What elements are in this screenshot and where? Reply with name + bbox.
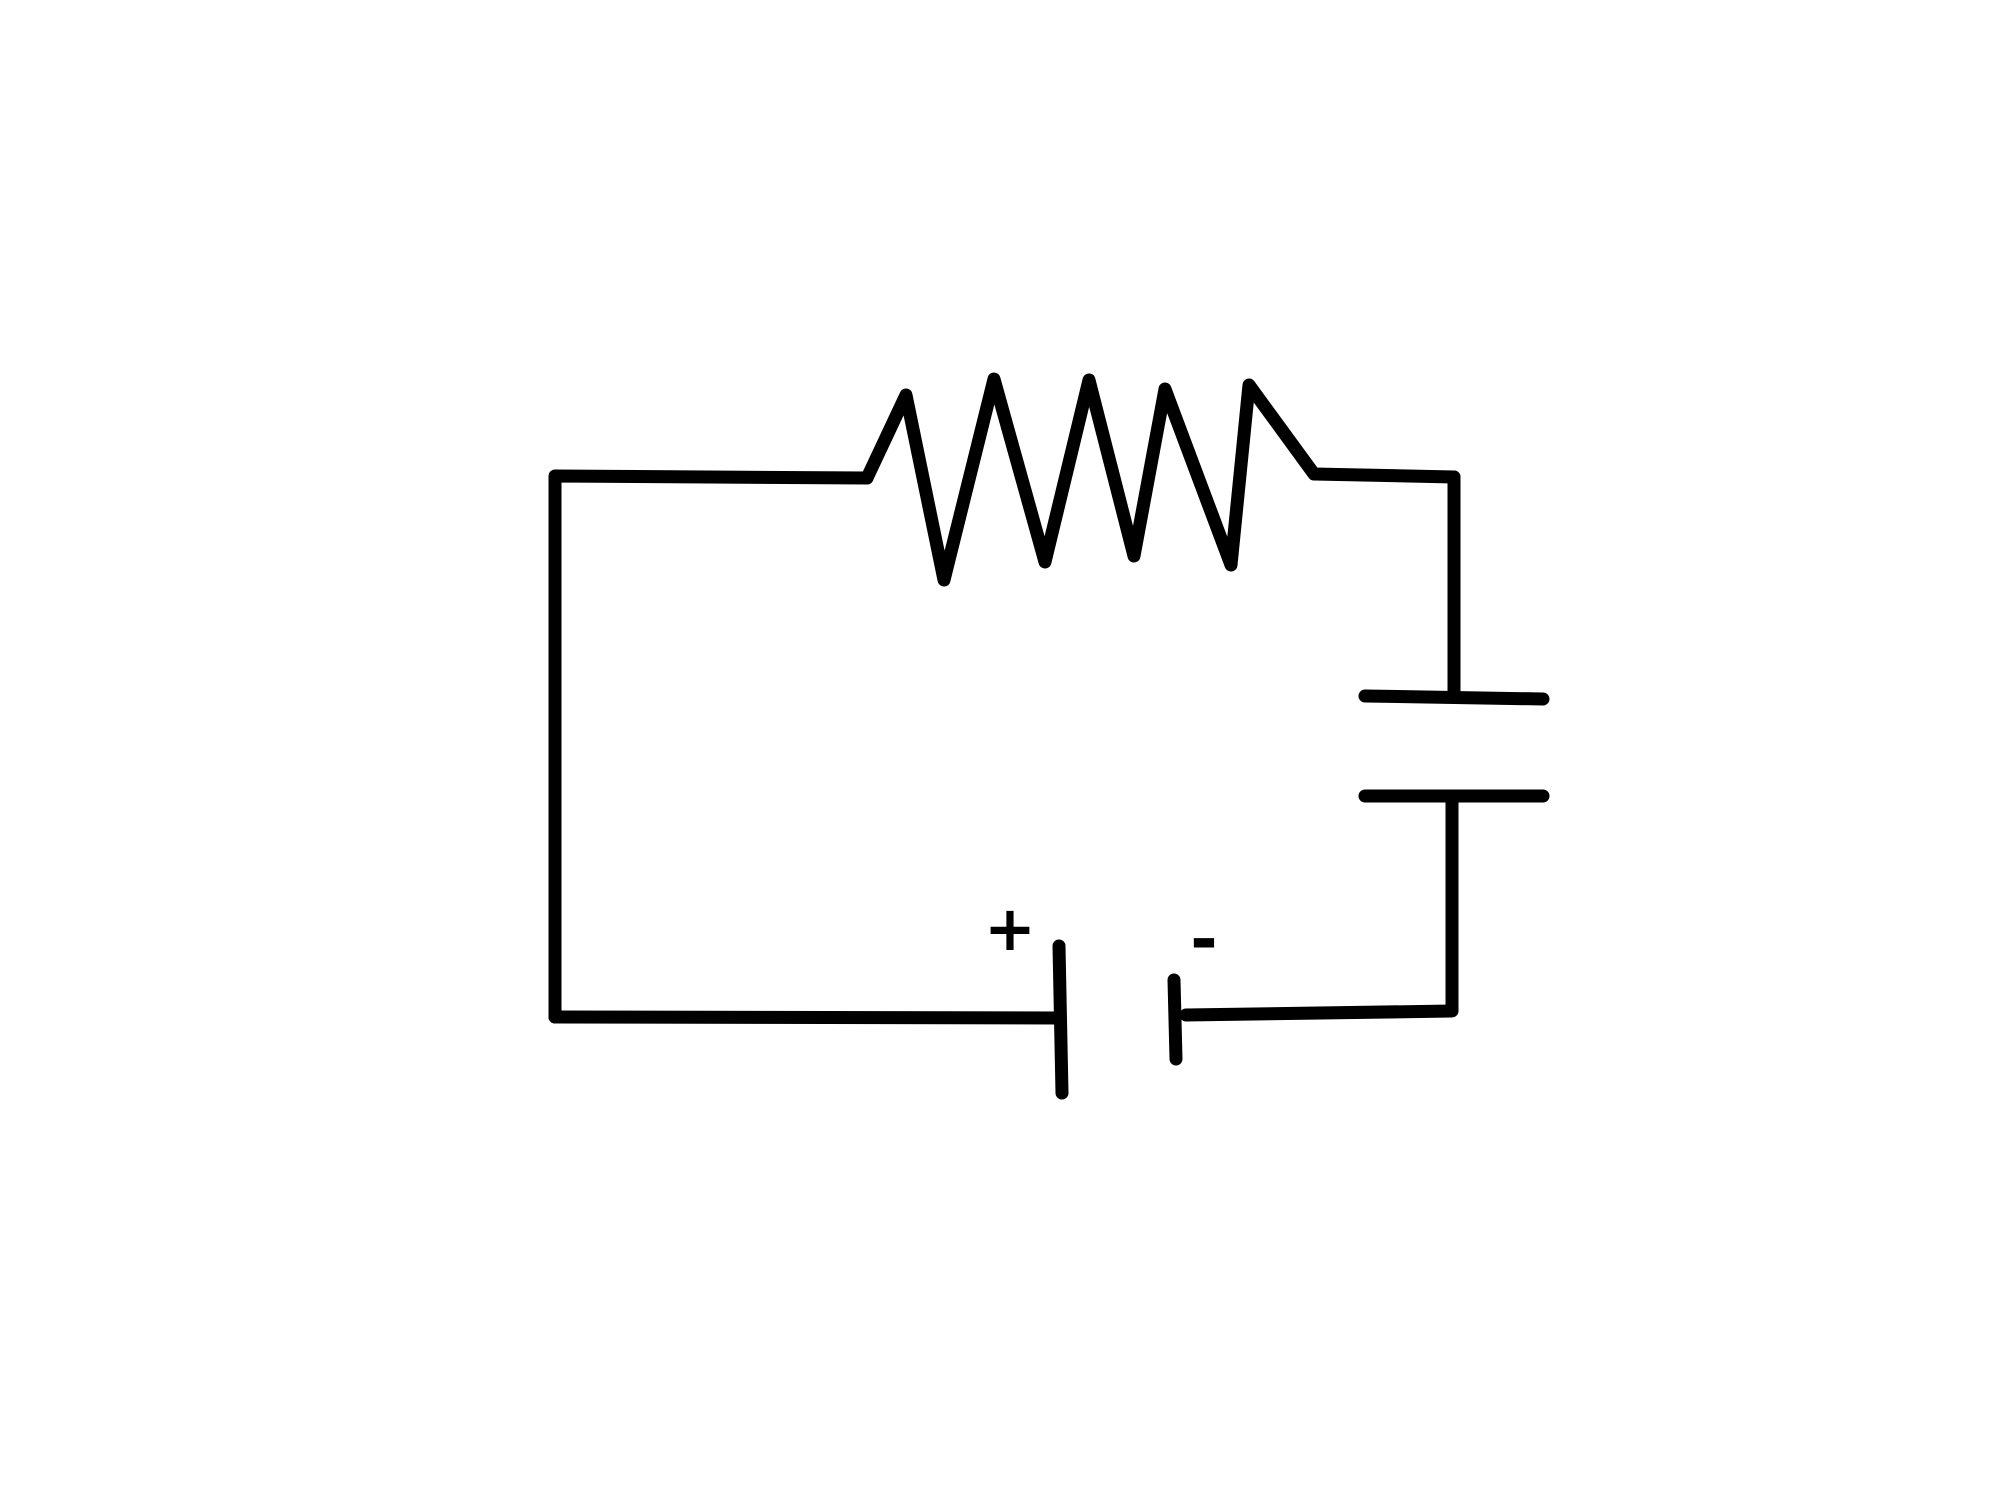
capacitor-plate-top [1358,689,1550,706]
battery-positive-label: + [984,892,1036,965]
wire-right-bottom [1179,791,1459,1022]
battery-negative-label: - [1190,901,1217,978]
resistor [860,372,1461,587]
wire-bottom-left [548,1010,1066,1025]
battery-negative-plate [1167,973,1183,1066]
wire-left-top [548,469,874,1024]
